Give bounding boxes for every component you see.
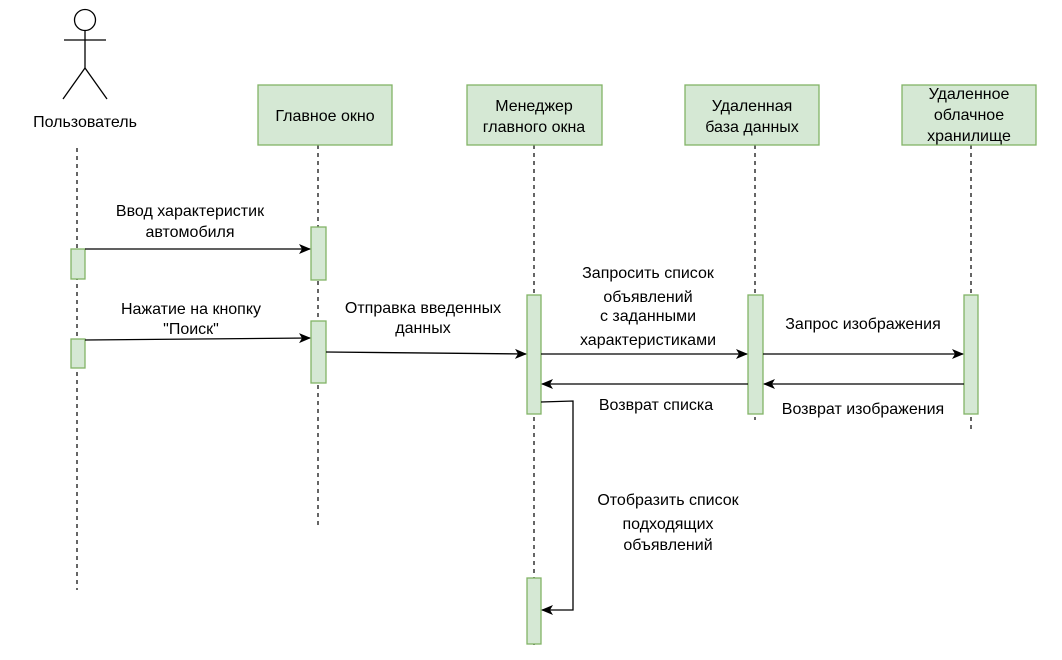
activation-remote-db (747, 294, 764, 415)
message-return-image: Возврат изображения (763, 379, 964, 418)
activation-cloud-storage (963, 294, 979, 415)
activation-main-window-1 (310, 226, 327, 281)
message-label: с заданными (600, 308, 696, 325)
message-press-search: Нажатие на кнопку "Поиск" (84, 301, 311, 344)
message-label: подходящих (622, 516, 713, 533)
message-label: "Поиск" (163, 321, 219, 338)
message-request-image: Запрос изображения (763, 316, 964, 359)
participant-label: Удаленная (712, 98, 793, 115)
participant-remote-db: Удаленная база данных (684, 84, 820, 146)
message-label: характеристиками (580, 332, 716, 349)
message-label: Ввод характеристик (116, 203, 265, 220)
message-label: объявлений (623, 537, 712, 554)
participant-window-manager: Менеджер главного окна (466, 84, 603, 146)
participant-label: Главное окно (275, 108, 374, 125)
participant-cloud-storage: Удаленное облачное хранилище (901, 84, 1037, 146)
message-label: Нажатие на кнопку (121, 301, 261, 318)
message-return-list: Возврат списка (541, 379, 748, 414)
participant-label: Удаленное (929, 86, 1010, 103)
activation-user-2 (70, 338, 86, 369)
activation-window-manager-1 (526, 294, 542, 415)
message-label: Отобразить список (597, 492, 739, 509)
stick-figure-icon (62, 8, 108, 100)
participant-label: база данных (705, 119, 799, 136)
activation-main-window-2 (310, 320, 327, 384)
activation-user-1 (70, 248, 86, 280)
message-label: Запросить список (582, 265, 715, 282)
message-label: Возврат списка (599, 397, 713, 414)
participant-label: хранилище (927, 128, 1011, 145)
activation-window-manager-2 (526, 577, 542, 645)
message-show-listings: Отобразить список подходящих объявлений (540, 400, 740, 615)
message-enter-car-specs: Ввод характеристик автомобиля (85, 203, 311, 254)
participant-main-window: Главное окно (257, 84, 393, 146)
participant-label: главного окна (483, 119, 586, 136)
message-label: Отправка введенных (345, 300, 501, 317)
participant-label: облачное (934, 107, 1004, 124)
message-label: данных (395, 320, 450, 337)
message-request-listings: Запросить список объявлений с заданными … (541, 265, 748, 359)
message-label: Запрос изображения (785, 316, 940, 333)
message-label: автомобиля (145, 224, 234, 241)
actor-user: Пользователь (33, 8, 137, 131)
message-label: Возврат изображения (782, 401, 944, 418)
message-send-entered-data: Отправка введенных данных (325, 300, 527, 359)
message-label: объявлений (603, 289, 692, 306)
actor-label: Пользователь (33, 114, 137, 131)
participant-label: Менеджер (495, 98, 573, 115)
